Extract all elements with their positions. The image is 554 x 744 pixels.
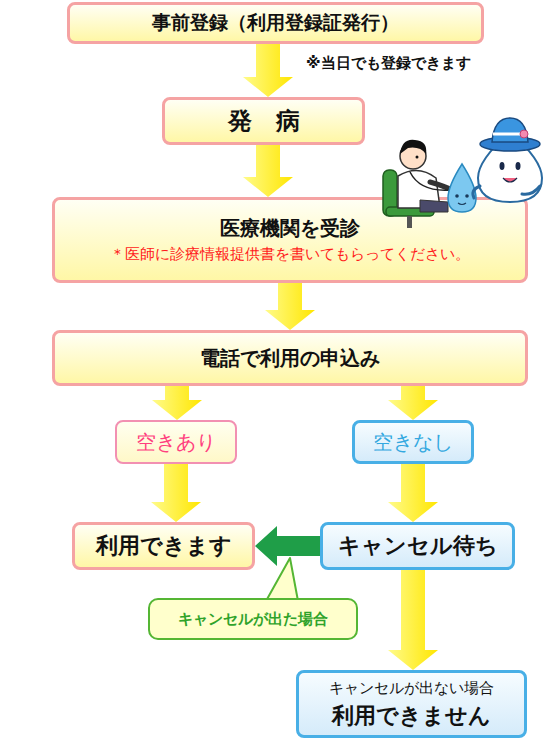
mascot-hat-brim	[480, 137, 540, 151]
doctor-arm	[430, 182, 452, 190]
chair-back	[383, 170, 397, 216]
status-box: キャンセル待ち	[320, 522, 515, 570]
node-note: ＊医師に診療情報提供書を書いてもらってください。	[110, 245, 470, 264]
flow-arrow	[388, 464, 438, 522]
water-drop-patient	[448, 164, 476, 212]
node-note: 利用できません	[332, 702, 491, 730]
node-title: キャンセル待ち	[338, 532, 498, 560]
doctor-coat	[398, 170, 440, 208]
process-box: 電話で利用の申込み	[52, 330, 528, 386]
node-title: 電話で利用の申込み	[200, 346, 380, 371]
bubble-tail	[266, 558, 298, 601]
doctor-illustration	[383, 140, 452, 228]
chair-seat	[386, 207, 434, 216]
node-title: 空きあり	[136, 430, 216, 455]
node-title: キャンセルが出ない場合	[329, 679, 494, 698]
mascot-eye	[516, 162, 521, 170]
node-title: 事前登録（利用登録証発行）	[152, 11, 399, 35]
flow-arrow	[151, 464, 201, 522]
chair-leg	[407, 216, 412, 228]
doctor-hair	[400, 140, 426, 154]
mascot-arm	[522, 186, 540, 194]
flow-arrow	[243, 145, 293, 197]
flow-arrow	[243, 44, 293, 97]
status-box: 空きあり	[115, 420, 237, 464]
mascot-hat-crown	[492, 118, 528, 142]
process-box: 発 病	[162, 97, 365, 145]
node-title: 医療機関を受診	[220, 216, 360, 241]
doctor-head	[400, 143, 426, 169]
mascot-arm	[473, 186, 480, 198]
drop-eye	[465, 194, 469, 198]
cancel-arrow	[255, 526, 320, 566]
mascot-flower	[520, 130, 528, 138]
doctor-eye	[416, 156, 419, 159]
mascot-mouth	[503, 178, 517, 182]
flow-arrow	[388, 570, 438, 670]
mascot-hat-band	[493, 133, 527, 136]
node-title: 空きなし	[373, 430, 453, 455]
doctor-leg	[420, 200, 448, 212]
node-title: 利用できます	[96, 532, 232, 560]
note-label: ※当日でも登録できます	[306, 54, 471, 73]
process-box: 利用できます	[72, 522, 255, 570]
stethoscope	[410, 172, 450, 190]
status-box: 空きなし	[352, 420, 474, 464]
mascot-illustration	[473, 118, 542, 202]
process-box: 医療機関を受診 ＊医師に診療情報提供書を書いてもらってください。	[52, 197, 528, 283]
mascot-eye	[500, 162, 505, 170]
flow-arrow	[265, 283, 315, 330]
callout-bubble: キャンセルが出た場合	[148, 598, 358, 640]
process-box: 事前登録（利用登録証発行）	[67, 2, 484, 44]
flow-arrow	[152, 386, 202, 420]
mascot-body	[478, 132, 542, 202]
flow-arrow	[388, 386, 438, 420]
status-box: キャンセルが出ない場合利用できません	[296, 670, 527, 738]
drop-mouth	[458, 203, 466, 205]
drop-eye	[455, 194, 459, 198]
node-title: 発 病	[228, 106, 300, 136]
drop-body	[448, 164, 476, 212]
